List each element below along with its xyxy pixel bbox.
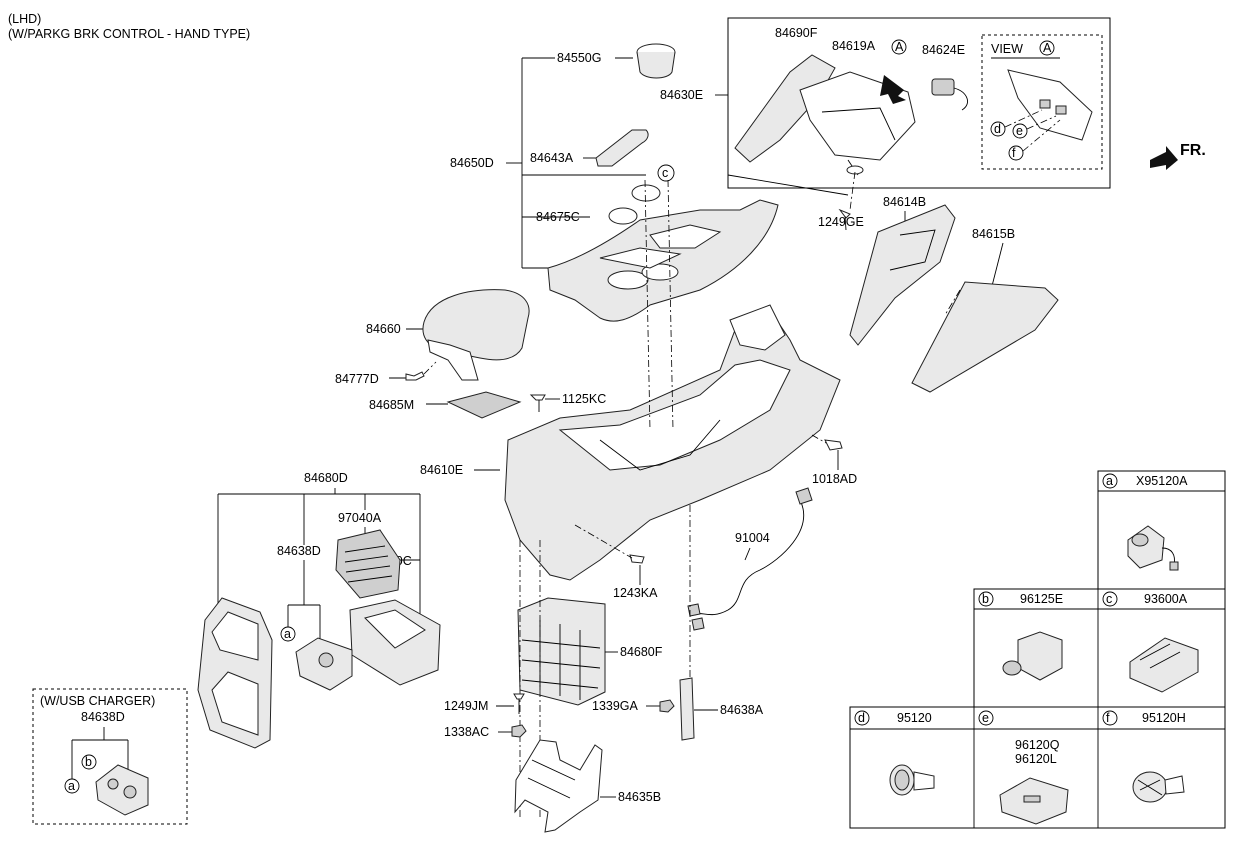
label-84690F: 84690F [775,26,818,40]
legend-c-part: 93600A [1144,592,1188,606]
part-84619A [799,71,916,161]
usb-charger-box [32,688,188,825]
legend-a-part: X95120A [1136,474,1188,488]
legend-a-icon [1127,525,1179,571]
legend-b-part: 96125E [1020,592,1063,606]
part-84624E [931,78,955,96]
header-lhd: (LHD) [8,12,42,26]
part-84643A [595,129,649,167]
label-1338AC: 1338AC [444,725,489,739]
label-84777D: 84777D [335,372,379,386]
front-arrow-icon [1150,146,1178,170]
usb-callout-b: b [85,755,92,769]
label-84638D: 84638D [277,544,321,558]
view-A-callout-e: e [1016,124,1023,138]
view-A-callout-f: f [1012,146,1016,160]
legend-f-letter: f [1106,711,1110,725]
legend-d-letter: d [858,711,865,725]
part-91004 [694,499,805,616]
legend-d-part: 95120 [897,711,932,725]
detail-box-84630E [727,17,1111,189]
legend-f-icon [1132,771,1185,803]
view-A-box [981,34,1103,170]
part-84550G [636,51,676,79]
legend-e-letter: e [982,711,989,725]
label-1125KC: 1125KC [562,392,606,406]
label-84650D: 84650D [450,156,494,170]
label-1249JM: 1249JM [444,699,488,713]
label-84638A: 84638A [720,703,764,717]
label-84624E: 84624E [922,43,965,57]
legend-b-letter: b [982,592,989,606]
label-84675C: 84675C [536,210,580,224]
label-1339GA: 1339GA [592,699,639,713]
label-1018AD: 1018AD [812,472,857,486]
legend-e-part2: 96120L [1015,752,1057,766]
legend-c-icon [1129,637,1199,693]
part-84685M [446,391,522,419]
label-91004: 91004 [735,531,770,545]
part-84638D-usb [95,764,149,816]
part-84638A [679,677,695,741]
label-84685M: 84685M [369,398,414,412]
label-84610E: 84610E [420,463,463,477]
callout-A [891,39,907,55]
part-84614B [849,204,956,346]
label-84680D: 84680D [304,471,348,485]
legend-grid: a X95120A b 96125E c 93600A [849,470,1226,829]
view-A-letter: A [1043,41,1052,55]
label-84660: 84660 [366,322,401,336]
label-84550G: 84550G [557,51,601,65]
label-97040A: 97040A [338,511,382,525]
legend-e-icon [999,777,1069,825]
callout-A-letter: A [895,40,904,54]
part-84680F [517,597,606,706]
arrow-view-A-icon [880,75,906,104]
legend-e-part1: 96120Q [1015,738,1060,752]
usb-box-title: (W/USB CHARGER) [40,694,155,708]
part-84635B [514,739,603,833]
label-84680F: 84680F [620,645,663,659]
callout-a-main: a [284,627,291,641]
legend-b-icon [1002,631,1063,681]
legend-c-letter: c [1106,592,1112,606]
usb-box-part: 84638D [81,710,125,724]
view-A-title: VIEW [991,42,1023,56]
view-A-callout-d: d [994,122,1001,136]
legend-d-icon [889,764,935,796]
part-97040A [335,529,401,599]
front-label: FR. [1180,142,1206,159]
part-84615B [911,281,1059,393]
label-1249GE: 1249GE [818,215,864,229]
header-variant: (W/PARKG BRK CONTROL - HAND TYPE) [8,27,251,41]
usb-callout-a: a [68,779,75,793]
label-84614B: 84614B [883,195,926,209]
label-84635B: 84635B [618,790,661,804]
label-84643A: 84643A [530,151,574,165]
label-84615B: 84615B [972,227,1015,241]
label-84619A: 84619A [832,39,876,53]
legend-a-letter: a [1106,474,1113,488]
callout-c: c [662,166,668,180]
label-1243KA: 1243KA [613,586,658,600]
label-84630E: 84630E [660,88,703,102]
legend-f-part: 95120H [1142,711,1186,725]
